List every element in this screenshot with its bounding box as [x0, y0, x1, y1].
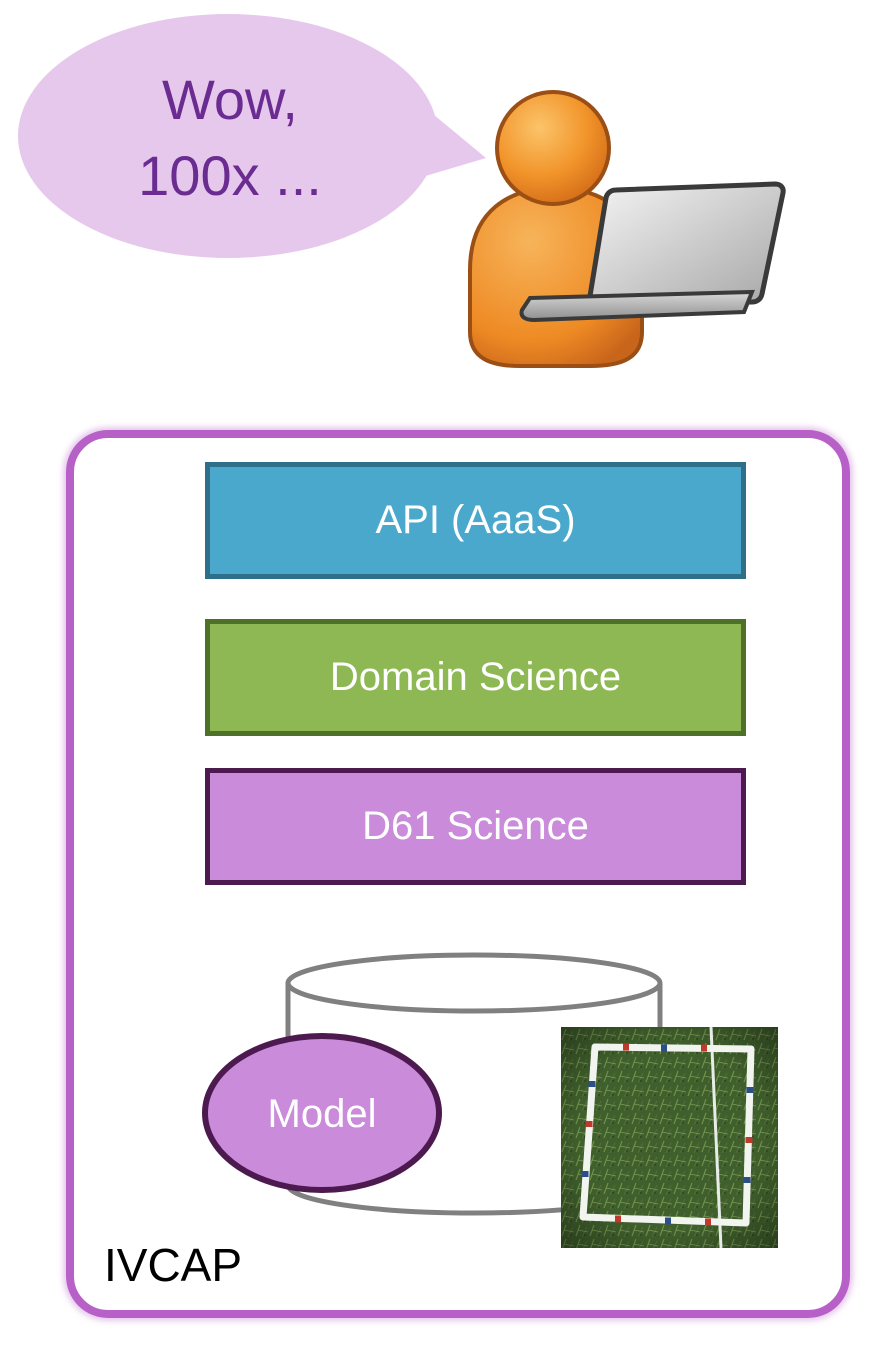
d61-science-layer: D61 Science — [205, 768, 746, 885]
ivcap-platform-frame — [66, 430, 850, 1318]
platform-name-label: IVCAP — [104, 1239, 243, 1291]
seagrass-quadrat-photo — [561, 1027, 778, 1248]
model-label: Model — [267, 1091, 377, 1136]
api-layer-label: API (AaaS) — [375, 498, 576, 542]
api-layer: API (AaaS) — [205, 462, 746, 579]
user-with-laptop-icon — [468, 90, 786, 368]
domain-science-layer: Domain Science — [205, 619, 746, 736]
speech-bubble-line-2: 100x ... — [138, 144, 322, 207]
speech-bubble-line-1: Wow, — [162, 68, 298, 131]
domain-science-layer-label: Domain Science — [329, 655, 622, 699]
model-ellipse — [202, 1033, 442, 1193]
speech-bubble — [18, 14, 486, 258]
d61-science-layer-label: D61 Science — [362, 804, 589, 848]
